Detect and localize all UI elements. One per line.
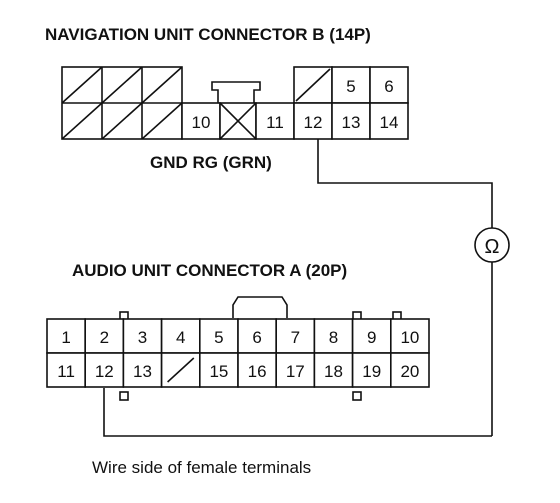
audio-pin-label: 5 (214, 328, 223, 347)
audio-pin-label: 9 (367, 328, 376, 347)
audio-pin-label: 1 (61, 328, 70, 347)
nav-pin-label: 6 (384, 77, 393, 96)
audio-pin-label: 4 (176, 328, 185, 347)
nav-pin-label: 5 (346, 77, 355, 96)
audio-pin-label: 18 (324, 362, 343, 381)
audio-pin-label: 7 (291, 328, 300, 347)
audio-guide-tab (119, 391, 129, 401)
audio-pin-label: 11 (57, 362, 75, 381)
nav-lock-tab (211, 81, 261, 140)
audio-pin-label: 19 (362, 362, 381, 381)
nav-left-block (61, 66, 183, 140)
audio-pin-cell (313, 318, 354, 354)
nav-pin-6 (369, 66, 409, 104)
audio-pin-label: 10 (400, 328, 419, 347)
nav-pin-11 (255, 102, 295, 140)
audio-pin-label: 16 (248, 362, 267, 381)
audio-pin-cell (199, 318, 239, 354)
audio-pin-label: 15 (209, 362, 228, 381)
audio-pin-cell (237, 318, 278, 354)
audio-pin-cell (122, 352, 163, 388)
nav-pin-14 (369, 102, 409, 140)
audio-pin-label: 2 (100, 328, 109, 347)
audio-connector-title: AUDIO UNIT CONNECTOR A (20P) (72, 261, 347, 280)
audio-guide-tab (352, 391, 362, 401)
audio-pin-cell (122, 318, 163, 354)
nav-pin-label: 14 (380, 113, 399, 132)
audio-pin-label: 8 (329, 328, 338, 347)
audio-pin-label: 12 (95, 362, 114, 381)
nav-pin-label: 10 (192, 113, 211, 132)
audio-pin-label: 3 (138, 328, 147, 347)
audio-pin-cell (199, 352, 239, 388)
audio-pin-blank-mark (167, 357, 195, 383)
nav-pin-10 (181, 102, 221, 140)
audio-pin-cell (389, 352, 430, 388)
audio-pin-label: 20 (400, 362, 419, 381)
ohm-symbol: Ω (485, 236, 500, 258)
audio-pin-label: 17 (286, 362, 305, 381)
audio-pin-label: 13 (133, 362, 152, 381)
test-wire (103, 139, 493, 437)
audio-pin-cell (84, 352, 125, 388)
nav-connector-title: NAVIGATION UNIT CONNECTOR B (14P) (45, 25, 371, 44)
audio-pin-cell (351, 352, 392, 388)
nav-pin-5 (331, 66, 371, 104)
caption: Wire side of female terminals (92, 458, 311, 477)
nav-connector: 10 11 5 6 12 13 14 (61, 66, 409, 140)
wire-label: GND RG (GRN) (150, 153, 272, 172)
ohmmeter-icon: Ω (474, 227, 510, 263)
nav-pin-label: 12 (304, 113, 323, 132)
audio-lock-tab (232, 296, 288, 318)
audio-pin-label: 6 (252, 328, 261, 347)
nav-pin-label: 11 (266, 113, 284, 132)
nav-pin-label: 13 (342, 113, 361, 132)
audio-pin-cell (313, 352, 354, 388)
audio-pin-cell (46, 352, 87, 388)
audio-pin-cell (237, 352, 278, 388)
